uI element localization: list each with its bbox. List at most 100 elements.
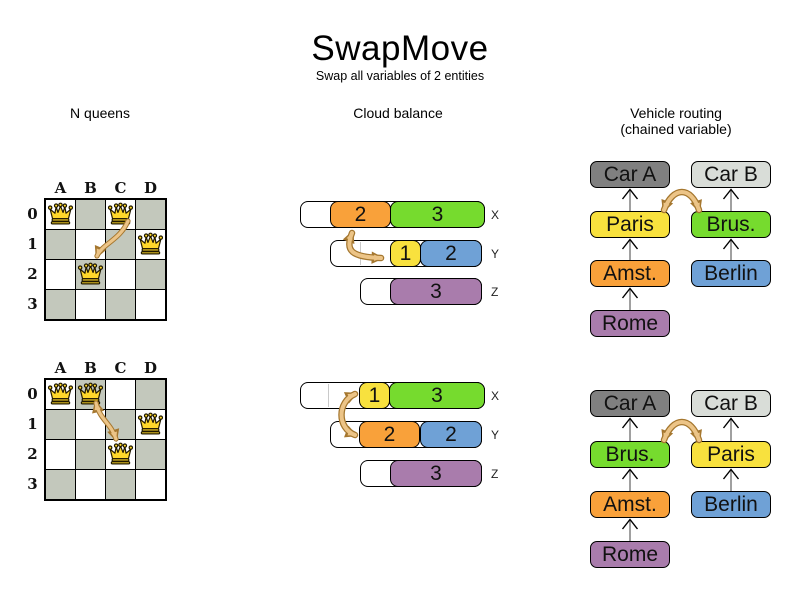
- queen-icon-B0: [77, 382, 104, 406]
- cloud-block-green-after: 3: [389, 382, 485, 409]
- cloud-block-orange-after: 2: [359, 421, 420, 448]
- section-title-vehicle-routing: Vehicle routing: [630, 105, 722, 121]
- cloud-prev-position-marker: [360, 242, 361, 265]
- vehicle-box-car-b-after-car-b: Car B: [691, 390, 771, 417]
- board-col-label-D: D: [143, 359, 157, 377]
- board-cell-C2: [105, 259, 136, 290]
- board-col-label-A: A: [54, 359, 67, 377]
- vehicle-box-berlin-before-car-b: Berlin: [691, 260, 771, 287]
- vehicle-box-amst--after-car-a: Amst.: [590, 491, 670, 518]
- board-cell-B2: [75, 439, 106, 470]
- vehicle-box-amst--before-car-a: Amst.: [590, 260, 670, 287]
- vehicle-box-brus--after-car-a: Brus.: [590, 441, 670, 468]
- board-cell-A1: [45, 409, 76, 440]
- board-cell-B3: [75, 289, 106, 320]
- board-cell-D2: [135, 439, 166, 470]
- board-cell-D3: [135, 289, 166, 320]
- cloud-block-green-before: 3: [390, 201, 485, 228]
- board-row-label-1: 1: [27, 235, 38, 253]
- board-cell-D0: [135, 379, 166, 410]
- swap-arrow-icon-vehicle-before-swap: [662, 190, 701, 212]
- cloud-block-yellow-before: 1: [390, 240, 421, 267]
- cloud-block-purple-before: 3: [390, 278, 482, 305]
- queen-icon-A0: [47, 202, 74, 226]
- board-col-label-D: D: [143, 179, 157, 197]
- board-cell-B3: [75, 469, 106, 500]
- vehicle-box-paris-before-car-a: Paris: [590, 211, 670, 238]
- board-cell-C3: [105, 289, 136, 320]
- board-row-label-2: 2: [27, 445, 38, 463]
- board-row-label-3: 3: [27, 475, 38, 493]
- board-col-label-A: A: [54, 179, 67, 197]
- chain-up-arrowhead-icon: [722, 417, 740, 429]
- board-row-label-0: 0: [27, 385, 38, 403]
- swap-arrow-icon-vehicle-after-swap: [662, 420, 701, 442]
- section-title-cloud-balance: Cloud balance: [353, 105, 443, 121]
- board-cell-D3: [135, 469, 166, 500]
- cloud-block-blue-before: 2: [420, 240, 482, 267]
- board-cell-A2: [45, 259, 76, 290]
- board-cell-A1: [45, 229, 76, 260]
- cloud-block-blue-after: 2: [420, 421, 482, 448]
- chain-up-arrowhead-icon: [621, 287, 639, 299]
- cloud-row-label-y-after: Y: [491, 427, 500, 442]
- cloud-block-yellow-after: 1: [359, 382, 390, 409]
- swap-arrow-outline-vehicle-before-swap: [660, 188, 703, 214]
- page-subtitle: Swap all variables of 2 entities: [315, 69, 485, 83]
- board-row-label-1: 1: [27, 415, 38, 433]
- board-col-label-C: C: [114, 179, 127, 197]
- board-cell-C0: [105, 379, 136, 410]
- vehicle-box-car-b-before-car-b: Car B: [691, 161, 771, 188]
- board-cell-A3: [45, 289, 76, 320]
- vehicle-box-brus--before-car-b: Brus.: [691, 211, 771, 238]
- board-cell-D0: [135, 199, 166, 230]
- page-title: SwapMove: [311, 29, 489, 68]
- chain-up-arrowhead-icon: [621, 238, 639, 250]
- board-cell-C1: [105, 409, 136, 440]
- board-cell-C1: [105, 229, 136, 260]
- section-title-nqueens: N queens: [70, 105, 130, 121]
- board-cell-B1: [75, 409, 106, 440]
- cloud-prev-position-marker: [328, 384, 329, 407]
- board-row-label-2: 2: [27, 265, 38, 283]
- queen-icon-D1: [137, 232, 164, 256]
- vehicle-box-car-a-before-car-a: Car A: [590, 161, 670, 188]
- chain-up-arrowhead-icon: [621, 518, 639, 530]
- cloud-block-orange-before: 2: [330, 201, 391, 228]
- chain-up-arrowhead-icon: [621, 188, 639, 200]
- chain-up-arrowhead-icon: [722, 238, 740, 250]
- queen-icon-A0: [47, 382, 74, 406]
- vehicle-box-paris-after-car-b: Paris: [691, 441, 771, 468]
- vehicle-box-rome-before-car-a: Rome: [590, 310, 670, 337]
- queen-icon-D1: [137, 412, 164, 436]
- chain-up-arrowhead-icon: [621, 468, 639, 480]
- chain-up-arrowhead-icon: [722, 188, 740, 200]
- board-cell-C3: [105, 469, 136, 500]
- queen-icon-C0: [107, 202, 134, 226]
- board-col-label-B: B: [84, 179, 97, 197]
- board-cell-B1: [75, 229, 106, 260]
- board-col-label-B: B: [84, 359, 97, 377]
- cloud-row-label-x-before: X: [491, 207, 500, 222]
- vehicle-box-berlin-after-car-b: Berlin: [691, 491, 771, 518]
- queen-icon-B2: [77, 262, 104, 286]
- board-cell-A2: [45, 439, 76, 470]
- cloud-row-label-x-after: X: [491, 388, 500, 403]
- vehicle-box-rome-after-car-a: Rome: [590, 541, 670, 568]
- chain-up-arrowhead-icon: [621, 417, 639, 429]
- board-cell-B0: [75, 199, 106, 230]
- board-row-label-0: 0: [27, 205, 38, 223]
- board-row-label-3: 3: [27, 295, 38, 313]
- queen-icon-C2: [107, 442, 134, 466]
- chain-up-arrowhead-icon: [722, 468, 740, 480]
- cloud-row-label-z-after: Z: [491, 466, 499, 481]
- board-col-label-C: C: [114, 359, 127, 377]
- section-subtitle-chained-variable: (chained variable): [620, 121, 732, 137]
- cloud-row-label-z-before: Z: [491, 284, 499, 299]
- board-cell-D2: [135, 259, 166, 290]
- board-cell-A3: [45, 469, 76, 500]
- cloud-block-purple-after: 3: [390, 460, 482, 487]
- swap-arrow-outline-vehicle-after-swap: [660, 418, 703, 444]
- vehicle-box-car-a-after-car-a: Car A: [590, 390, 670, 417]
